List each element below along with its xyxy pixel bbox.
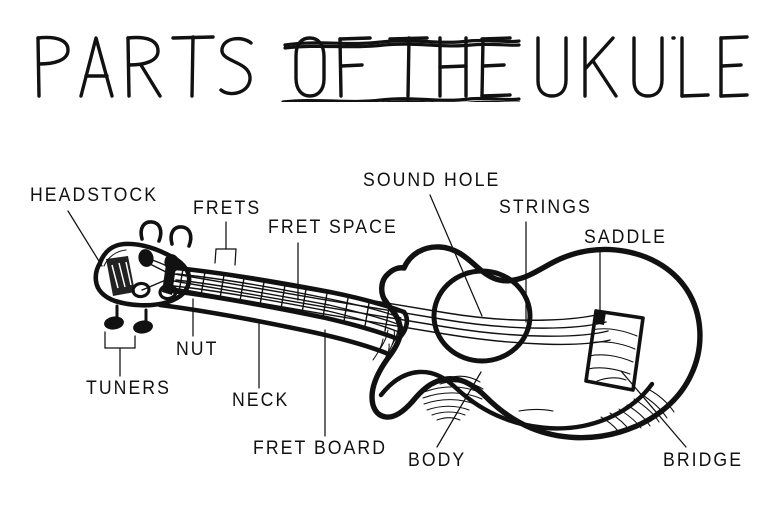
tail-hatching	[600, 388, 675, 432]
label-tuners: TUNERS	[86, 378, 171, 399]
title-word-ukulele	[536, 35, 749, 98]
tuner-button-4	[133, 308, 153, 334]
leader-frets	[214, 221, 237, 266]
tuner-post-2	[164, 254, 180, 272]
label-strings: STRINGS	[499, 197, 592, 218]
label-neck: NECK	[232, 390, 290, 411]
leader-tuners	[104, 331, 136, 377]
title-lettering	[36, 35, 749, 102]
label-sound-hole: SOUND HOLE	[363, 170, 501, 191]
page-title	[0, 26, 768, 102]
brand-logo	[106, 256, 135, 296]
label-bridge: BRIDGE	[663, 450, 744, 471]
leader-headstock	[67, 210, 103, 267]
strings	[166, 265, 611, 346]
label-headstock: HEADSTOCK	[30, 185, 159, 206]
sound-hole	[431, 268, 533, 364]
leader-bridge	[620, 370, 687, 448]
tuner-button-1	[139, 220, 163, 243]
tuner-post-4	[158, 283, 178, 301]
label-frets: FRETS	[193, 198, 262, 219]
headstock	[93, 220, 193, 334]
upper-hatching	[372, 329, 389, 361]
title-underline-rules	[281, 38, 521, 102]
title-word-of-the	[294, 36, 512, 98]
label-nut: NUT	[176, 339, 219, 360]
ukulele-body	[369, 244, 703, 441]
tuner-post-3	[131, 281, 151, 299]
tuner-button-2	[169, 225, 193, 248]
tuner-button-3	[104, 304, 124, 330]
wood-grain-hatching	[422, 375, 484, 421]
label-body: BODY	[408, 450, 467, 471]
leader-sound-hole	[429, 194, 483, 317]
fretboard-string-lines	[173, 273, 402, 333]
label-saddle: SADDLE	[584, 227, 667, 248]
label-fret-space: FRET SPACE	[268, 217, 398, 238]
bridge	[584, 309, 645, 392]
nut	[162, 264, 176, 295]
title-word-parts	[36, 35, 253, 98]
tuner-post-1	[138, 249, 154, 267]
leader-body	[436, 371, 482, 448]
label-fret-board: FRET BOARD	[253, 438, 388, 459]
frets	[178, 268, 390, 332]
saddle	[593, 310, 606, 325]
